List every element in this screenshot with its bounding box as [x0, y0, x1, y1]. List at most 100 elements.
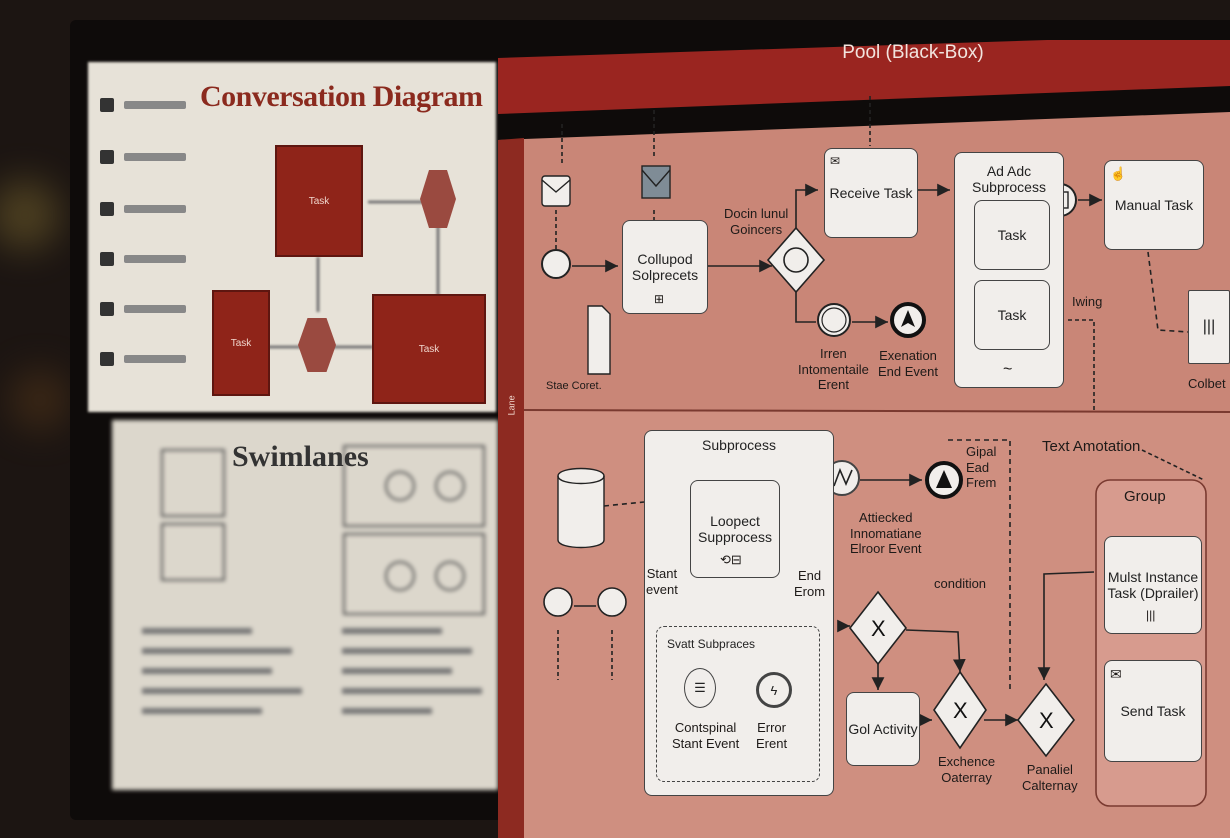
shape-icon	[100, 150, 114, 164]
envelope-icon: ✉	[830, 154, 841, 168]
exclusive-gateway[interactable]	[933, 670, 987, 750]
shape-icon	[100, 352, 114, 366]
receive-task-label: Receive Task	[829, 185, 913, 201]
plus-marker-icon: ⊞	[654, 292, 665, 306]
svg-text:X: X	[871, 616, 886, 641]
message-throw-icon[interactable]	[641, 165, 671, 199]
linking-label: Iwing	[1072, 294, 1103, 309]
exclusive-gateway-label: Exchence Oaterray	[938, 754, 996, 785]
parallel-gateway[interactable]	[1016, 682, 1076, 758]
message-start-icon[interactable]	[541, 175, 571, 207]
sidebar-item[interactable]	[100, 150, 186, 164]
conversation-task-box[interactable]: Task	[372, 294, 486, 404]
start-event[interactable]	[543, 587, 573, 617]
timer-event-label: Irren Intomentaile Erent	[798, 346, 869, 393]
escalation-end-label: Exenation End Event	[878, 348, 938, 379]
loop-marker-icon: ⟲⊟	[720, 552, 742, 567]
bokeh-light	[10, 370, 70, 430]
timer-event[interactable]	[817, 303, 851, 337]
swimlanes-pane	[112, 420, 498, 790]
looped-subprocess-label: Loopect Supprocess	[698, 513, 772, 545]
subprocess-label: Subprocess	[702, 437, 776, 453]
lane-label: Lane	[506, 395, 517, 416]
sidebar-item-label	[124, 153, 186, 161]
shape-icon	[100, 302, 114, 316]
conversation-task-box[interactable]: Task	[212, 290, 270, 396]
shape-icon	[100, 252, 114, 266]
adhoc-task-label: Task	[997, 307, 1027, 323]
manual-task-label: Manual Task	[1114, 197, 1194, 213]
error-icon: ϟ	[770, 682, 778, 698]
error-end-event[interactable]: ϟ	[756, 672, 792, 708]
shape-icon	[100, 98, 114, 112]
svg-text:X: X	[1039, 708, 1054, 733]
multi-instance-task[interactable]: Mulst Instance Task (Dprailer)	[1104, 536, 1202, 634]
shape-icon	[100, 202, 114, 216]
collapsed-subprocess[interactable]: Collupod Solprecets	[622, 220, 708, 314]
sidebar-item-label	[124, 355, 186, 363]
sidebar-item[interactable]	[100, 352, 186, 366]
manual-task[interactable]: Manual Task	[1104, 160, 1204, 250]
sidebar-item-label	[124, 101, 186, 109]
conversation-node-hexagon[interactable]	[298, 318, 336, 372]
conditional-start-event[interactable]: ☰	[684, 668, 716, 708]
adhoc-subprocess[interactable]: Ad Adc Subprocess	[954, 152, 1064, 388]
text-annotation[interactable]: Text Amotation	[1042, 438, 1141, 455]
swimlanes-title: Swimlanes	[232, 440, 369, 473]
sidebar-item-label	[124, 205, 186, 213]
call-activity[interactable]: Gol Activity	[846, 692, 920, 766]
pool-title: Pool (Black-Box)	[842, 42, 984, 63]
sidebar-item-label	[124, 305, 186, 313]
collection-label: Colbet	[1188, 376, 1226, 391]
receive-task[interactable]: Receive Task	[824, 148, 918, 238]
gateway-label: Docin lunul Goincers	[724, 206, 789, 237]
send-envelope-icon: ✉	[1110, 666, 1122, 682]
bokeh-light	[0, 180, 60, 250]
group-label: Group	[1124, 488, 1166, 505]
sidebar-item[interactable]	[100, 302, 186, 316]
adhoc-task[interactable]: Task	[974, 280, 1050, 350]
collection-marker-icon: |||	[1202, 318, 1216, 335]
pool-header[interactable]	[498, 40, 1230, 114]
hand-icon: ☝	[1110, 166, 1127, 181]
tilde-marker-icon: ~	[1003, 361, 1013, 378]
swimlane-sketch	[142, 445, 485, 714]
data-store-icon[interactable]	[557, 467, 605, 549]
sidebar-item[interactable]	[100, 202, 186, 216]
send-task[interactable]: Send Task	[1104, 660, 1202, 762]
exclusive-gateway[interactable]	[848, 590, 908, 666]
collapsed-subprocess-label: Collupod Solprecets	[631, 251, 699, 283]
conversation-node-hexagon[interactable]	[420, 170, 456, 228]
error-event-label: Error Erent	[756, 720, 788, 751]
start-event[interactable]	[541, 249, 571, 279]
call-activity-label: Gol Activity	[848, 721, 918, 737]
adhoc-task[interactable]: Task	[974, 200, 1050, 270]
data-object-icon[interactable]	[587, 305, 611, 375]
looped-subprocess[interactable]: Loopect Supprocess	[690, 480, 780, 578]
intermediate-event[interactable]	[597, 587, 627, 617]
start-event-label: Stant event	[646, 566, 678, 597]
svg-text:X: X	[953, 698, 968, 723]
bpmn-canvas[interactable]: X X X Pool (Black-Box) Lane Receive Task…	[498, 40, 1230, 838]
conditional-start-label: Contspinal Stant Event	[672, 720, 740, 751]
data-object-label: Stae Coret.	[546, 380, 602, 392]
sidebar-item[interactable]	[100, 98, 186, 112]
conversation-task-box[interactable]: Task	[275, 145, 363, 257]
multi-instance-label: Mulst Instance Task (Dprailer)	[1107, 569, 1199, 601]
event-subprocess-label: Svatt Subpraces	[667, 637, 756, 651]
sidebar-item-label	[124, 255, 186, 263]
attached-error-label: Attiecked Innomatiane Elroor Event	[850, 510, 922, 557]
sidebar-item[interactable]	[100, 252, 186, 266]
condition-label: condition	[934, 576, 987, 591]
page-title: Conversation Diagram	[200, 80, 483, 113]
adhoc-subprocess-label: Ad Adc Subprocess	[972, 163, 1046, 195]
conditional-icon: ☰	[694, 680, 706, 695]
event-subprocess[interactable]: Svatt Subpraces	[656, 626, 820, 782]
parallel-gateway-label: Panaliel Calternay	[1022, 762, 1078, 793]
end-event-label: End Erom	[794, 568, 826, 599]
adhoc-task-label: Task	[997, 227, 1027, 243]
send-task-label: Send Task	[1120, 703, 1186, 719]
collection-data-object[interactable]: |||	[1188, 290, 1230, 364]
signal-end-label: Gipal Ead Frem	[966, 444, 997, 491]
lane-label-band	[498, 138, 524, 838]
